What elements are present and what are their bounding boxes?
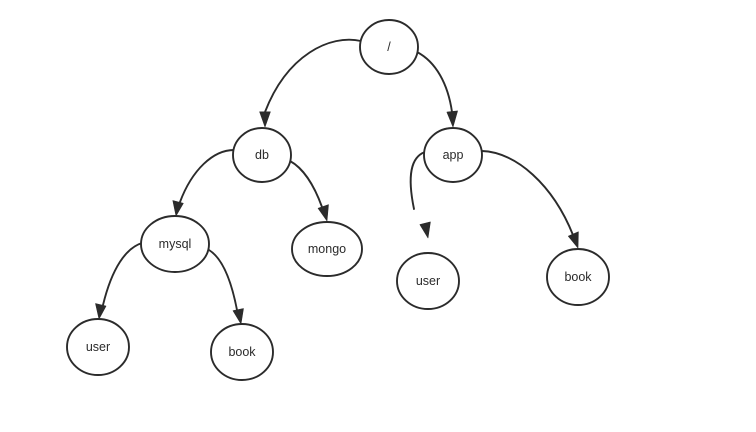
node-mysql-shape[interactable] xyxy=(140,215,210,273)
node-root-shape[interactable] xyxy=(359,19,419,75)
node-app-user-shape[interactable] xyxy=(396,252,460,310)
edge-mysql-to-book-arrowhead xyxy=(232,308,244,325)
node-mysql-book[interactable]: book xyxy=(210,323,274,381)
edge-db-to-mongo xyxy=(289,160,329,222)
edge-db-to-mysql xyxy=(172,149,235,217)
edge-mysql-to-book-path xyxy=(208,249,238,311)
edge-app-to-book-path xyxy=(481,150,574,236)
node-mysql-user-shape[interactable] xyxy=(66,318,130,376)
node-mongo-shape[interactable] xyxy=(291,221,363,277)
node-mysql-user[interactable]: user xyxy=(66,318,130,376)
edge-mysql-to-user-arrowhead xyxy=(95,303,107,320)
edge-db-to-mysql-arrowhead xyxy=(172,200,184,217)
node-mongo[interactable]: mongo xyxy=(291,221,363,277)
node-app-user[interactable]: user xyxy=(396,252,460,310)
edge-app-to-book-arrowhead xyxy=(567,231,579,249)
edge-db-to-mongo-path xyxy=(289,160,323,208)
node-db[interactable]: db xyxy=(232,127,292,183)
edge-app-to-user xyxy=(409,151,431,239)
edge-mysql-to-user-path xyxy=(102,242,143,306)
edge-root-to-db-path xyxy=(264,38,362,113)
edge-layer xyxy=(95,38,579,325)
edge-mysql-to-book xyxy=(208,249,244,325)
edge-app-to-user-arrowhead xyxy=(419,221,431,239)
node-root[interactable]: / xyxy=(359,19,419,75)
edge-root-to-app xyxy=(416,51,458,128)
node-app-book-shape[interactable] xyxy=(546,248,610,306)
edge-root-to-db xyxy=(259,38,362,128)
edge-root-to-app-path xyxy=(416,51,453,113)
node-app[interactable]: app xyxy=(423,127,483,183)
node-mysql[interactable]: mysql xyxy=(140,215,210,273)
node-app-book[interactable]: book xyxy=(546,248,610,306)
node-db-shape[interactable] xyxy=(232,127,292,183)
edge-db-to-mongo-arrowhead xyxy=(317,204,329,222)
edge-app-to-book xyxy=(481,150,579,249)
edge-app-to-user-path xyxy=(409,151,426,210)
node-app-shape[interactable] xyxy=(423,127,483,183)
edge-mysql-to-user xyxy=(95,242,143,320)
node-mysql-book-shape[interactable] xyxy=(210,323,274,381)
edge-db-to-mysql-path xyxy=(179,149,235,203)
edge-root-to-db-arrowhead xyxy=(259,111,271,128)
edge-root-to-app-arrowhead xyxy=(446,110,458,128)
